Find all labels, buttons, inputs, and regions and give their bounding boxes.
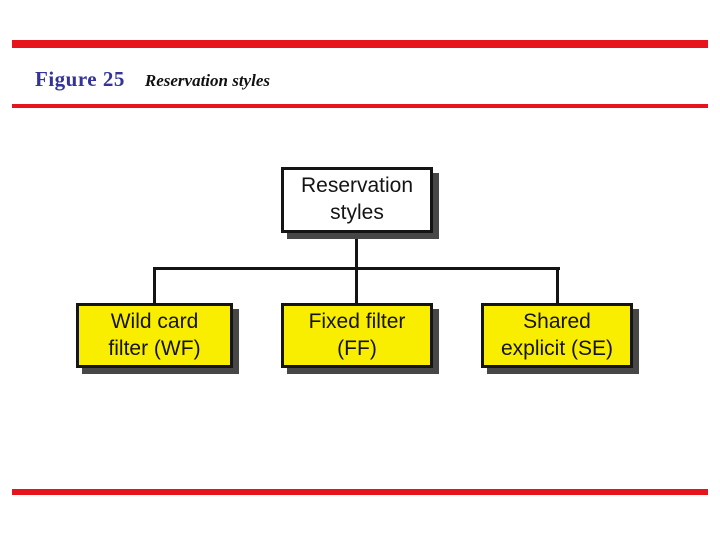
connector-right-vertical: [556, 267, 559, 303]
figure-header: Figure 25 Reservation styles: [35, 67, 270, 92]
connector-root-vertical: [355, 233, 358, 270]
connector-middle-vertical: [355, 267, 358, 303]
node-text-line: Wild card: [110, 309, 199, 333]
node-text-line: styles: [330, 201, 384, 224]
node-wild-card-filter: Wild card filter (WF): [76, 303, 233, 368]
node-text-line: Reservation: [300, 174, 414, 198]
node-text-line: Fixed filter: [308, 309, 406, 333]
node-text-line: explicit (SE): [500, 336, 614, 360]
figure-title: Reservation styles: [144, 71, 270, 90]
top-divider: [12, 40, 708, 48]
node-text-line: filter (WF): [108, 336, 201, 360]
header-divider: [12, 104, 708, 108]
node-shared-explicit: Shared explicit (SE): [481, 303, 633, 368]
connector-left-vertical: [153, 267, 156, 303]
figure-number: Figure 25: [35, 67, 125, 91]
node-fixed-filter: Fixed filter (FF): [281, 303, 433, 368]
node-text-line: Shared: [523, 309, 591, 333]
node-reservation-styles: Reservation styles: [281, 167, 433, 233]
node-text-line: (FF): [337, 336, 377, 360]
bottom-divider: [12, 489, 708, 495]
